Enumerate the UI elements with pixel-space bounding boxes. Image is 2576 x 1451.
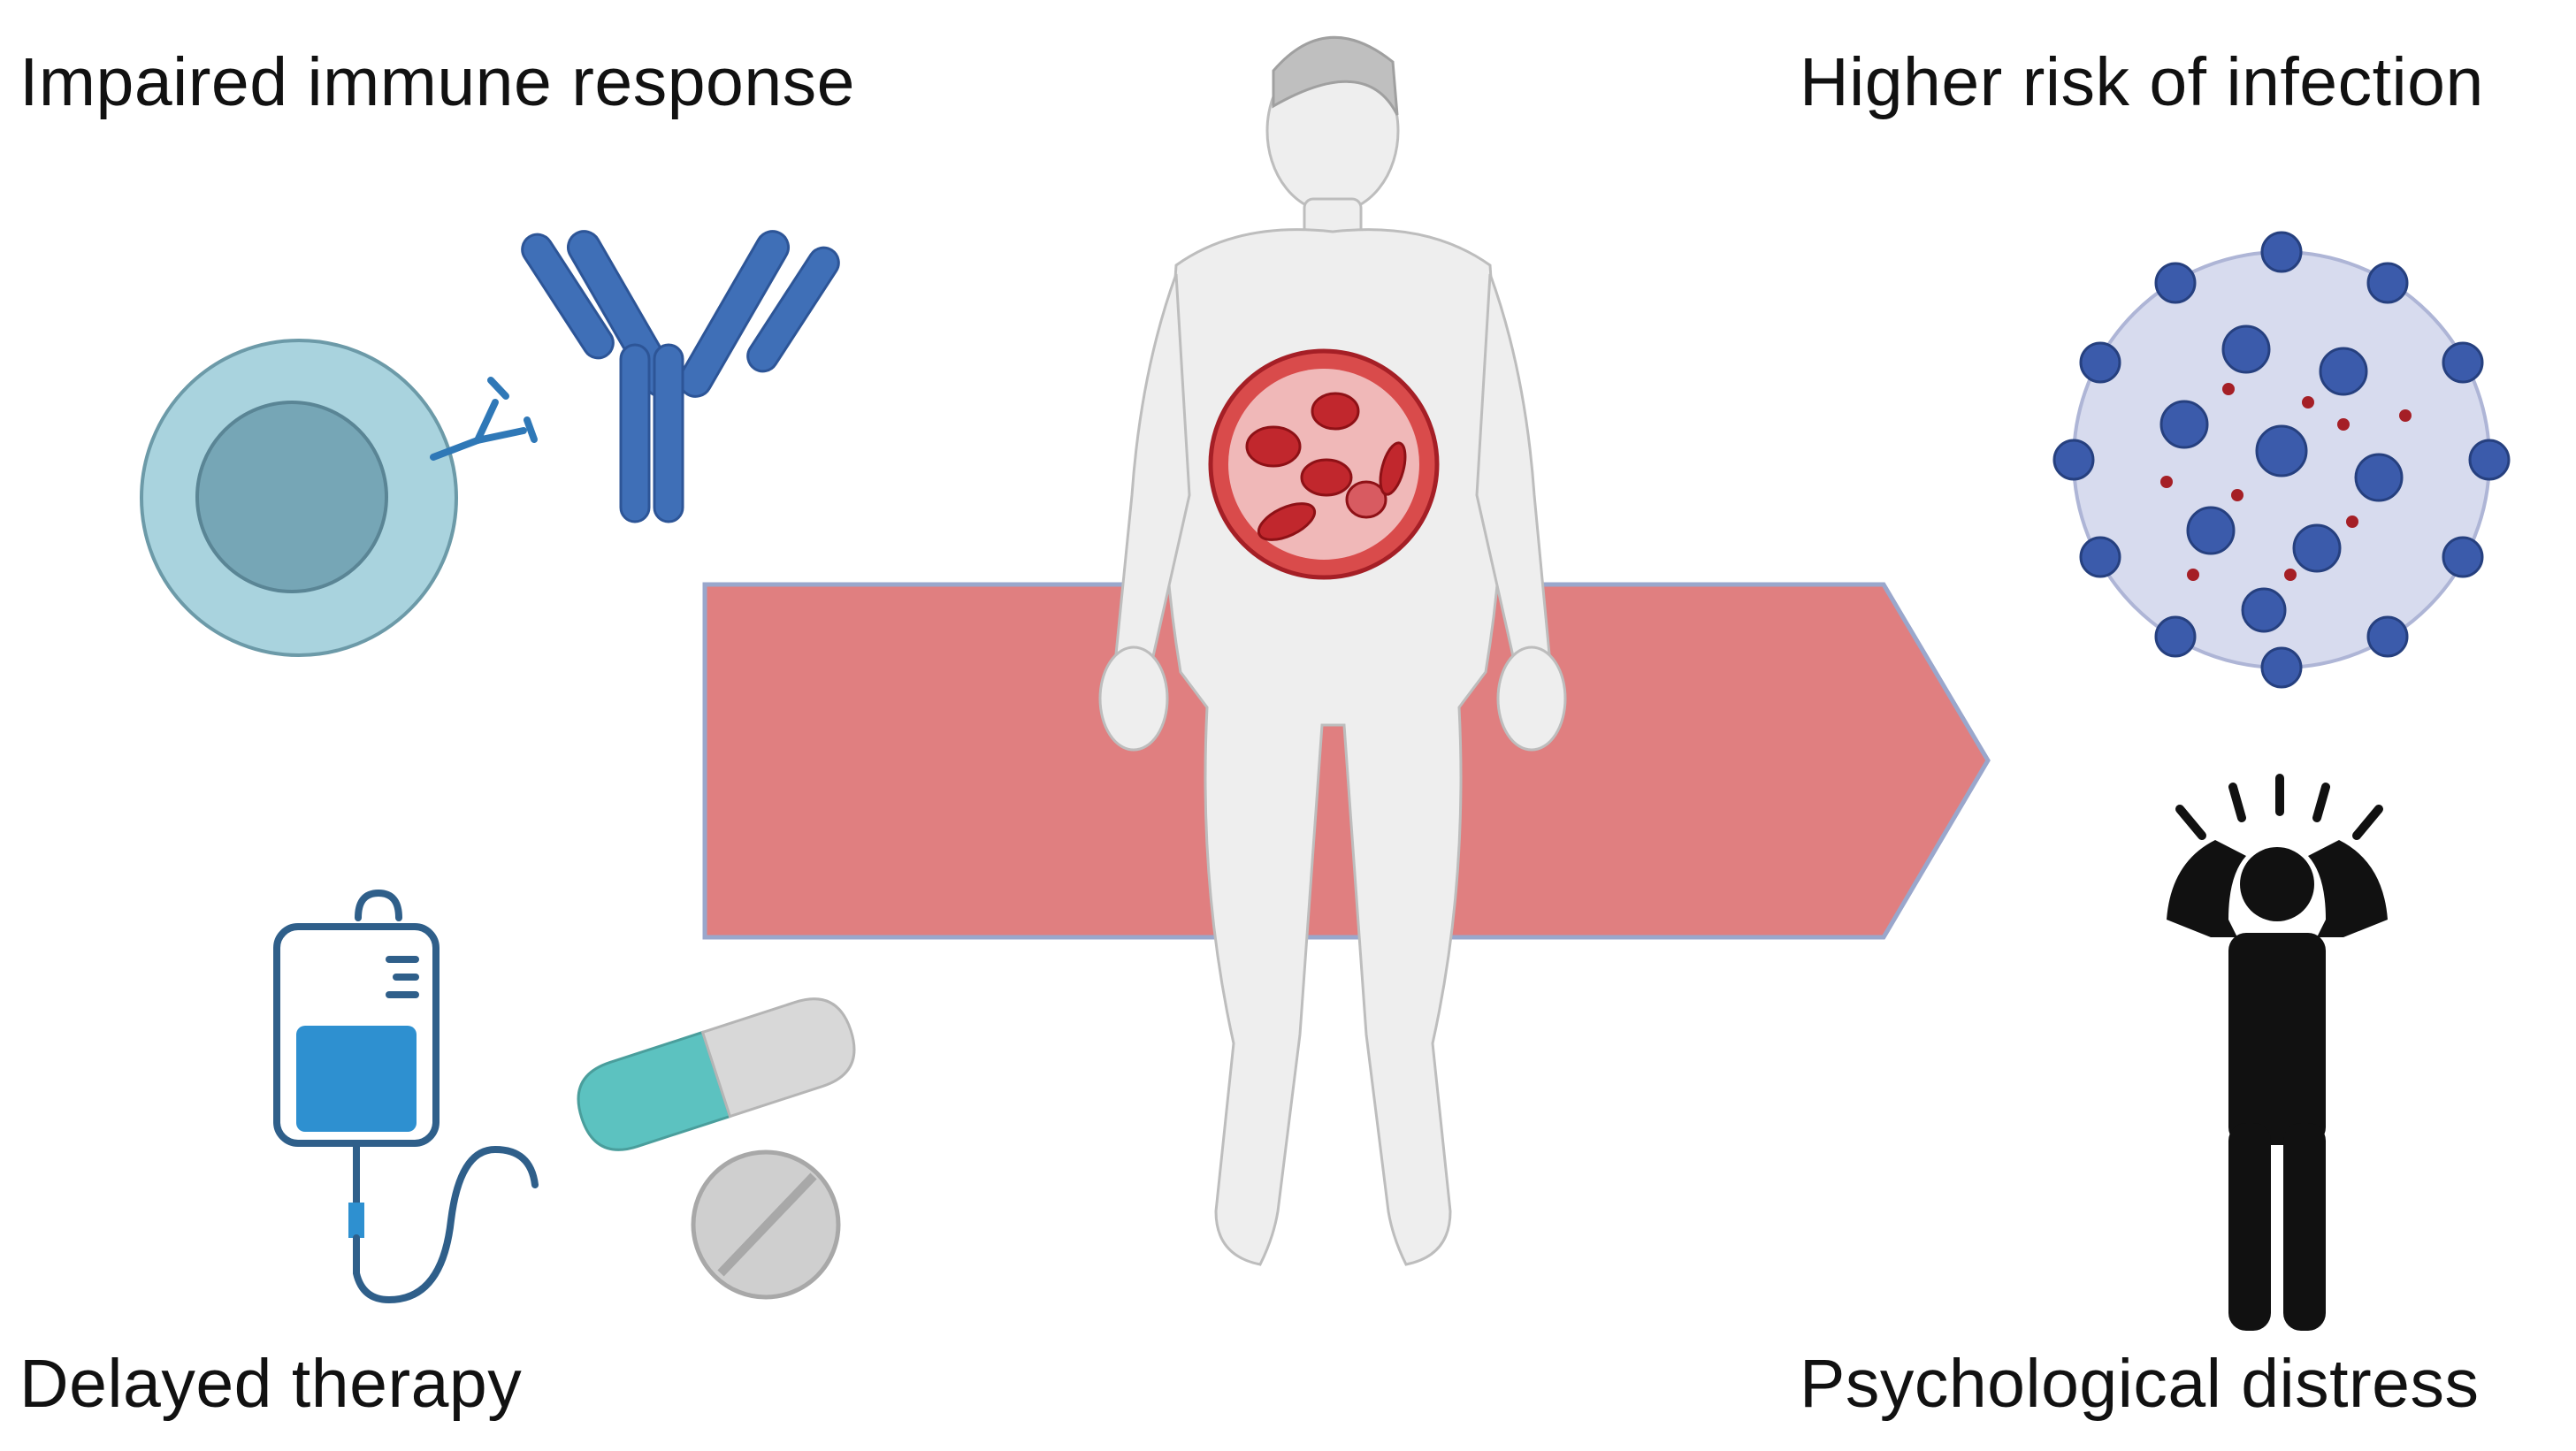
label-delayed-therapy: Delayed therapy [19, 1346, 523, 1422]
label-higher-risk-of-infection: Higher risk of infection [1800, 44, 2484, 120]
iv-bag-icon [273, 889, 539, 1304]
label-impaired-immune-response: Impaired immune response [19, 44, 855, 120]
red-blood-cells-icon [1208, 348, 1440, 580]
label-psychological-distress: Psychological distress [1800, 1346, 2480, 1422]
virus-icon [2052, 231, 2511, 689]
immune-cell-icon [140, 339, 538, 657]
tablet-icon [691, 1149, 841, 1300]
distressed-person-icon [2167, 774, 2388, 1331]
antibody-icon [521, 230, 840, 523]
capsule-icon [577, 997, 856, 1151]
